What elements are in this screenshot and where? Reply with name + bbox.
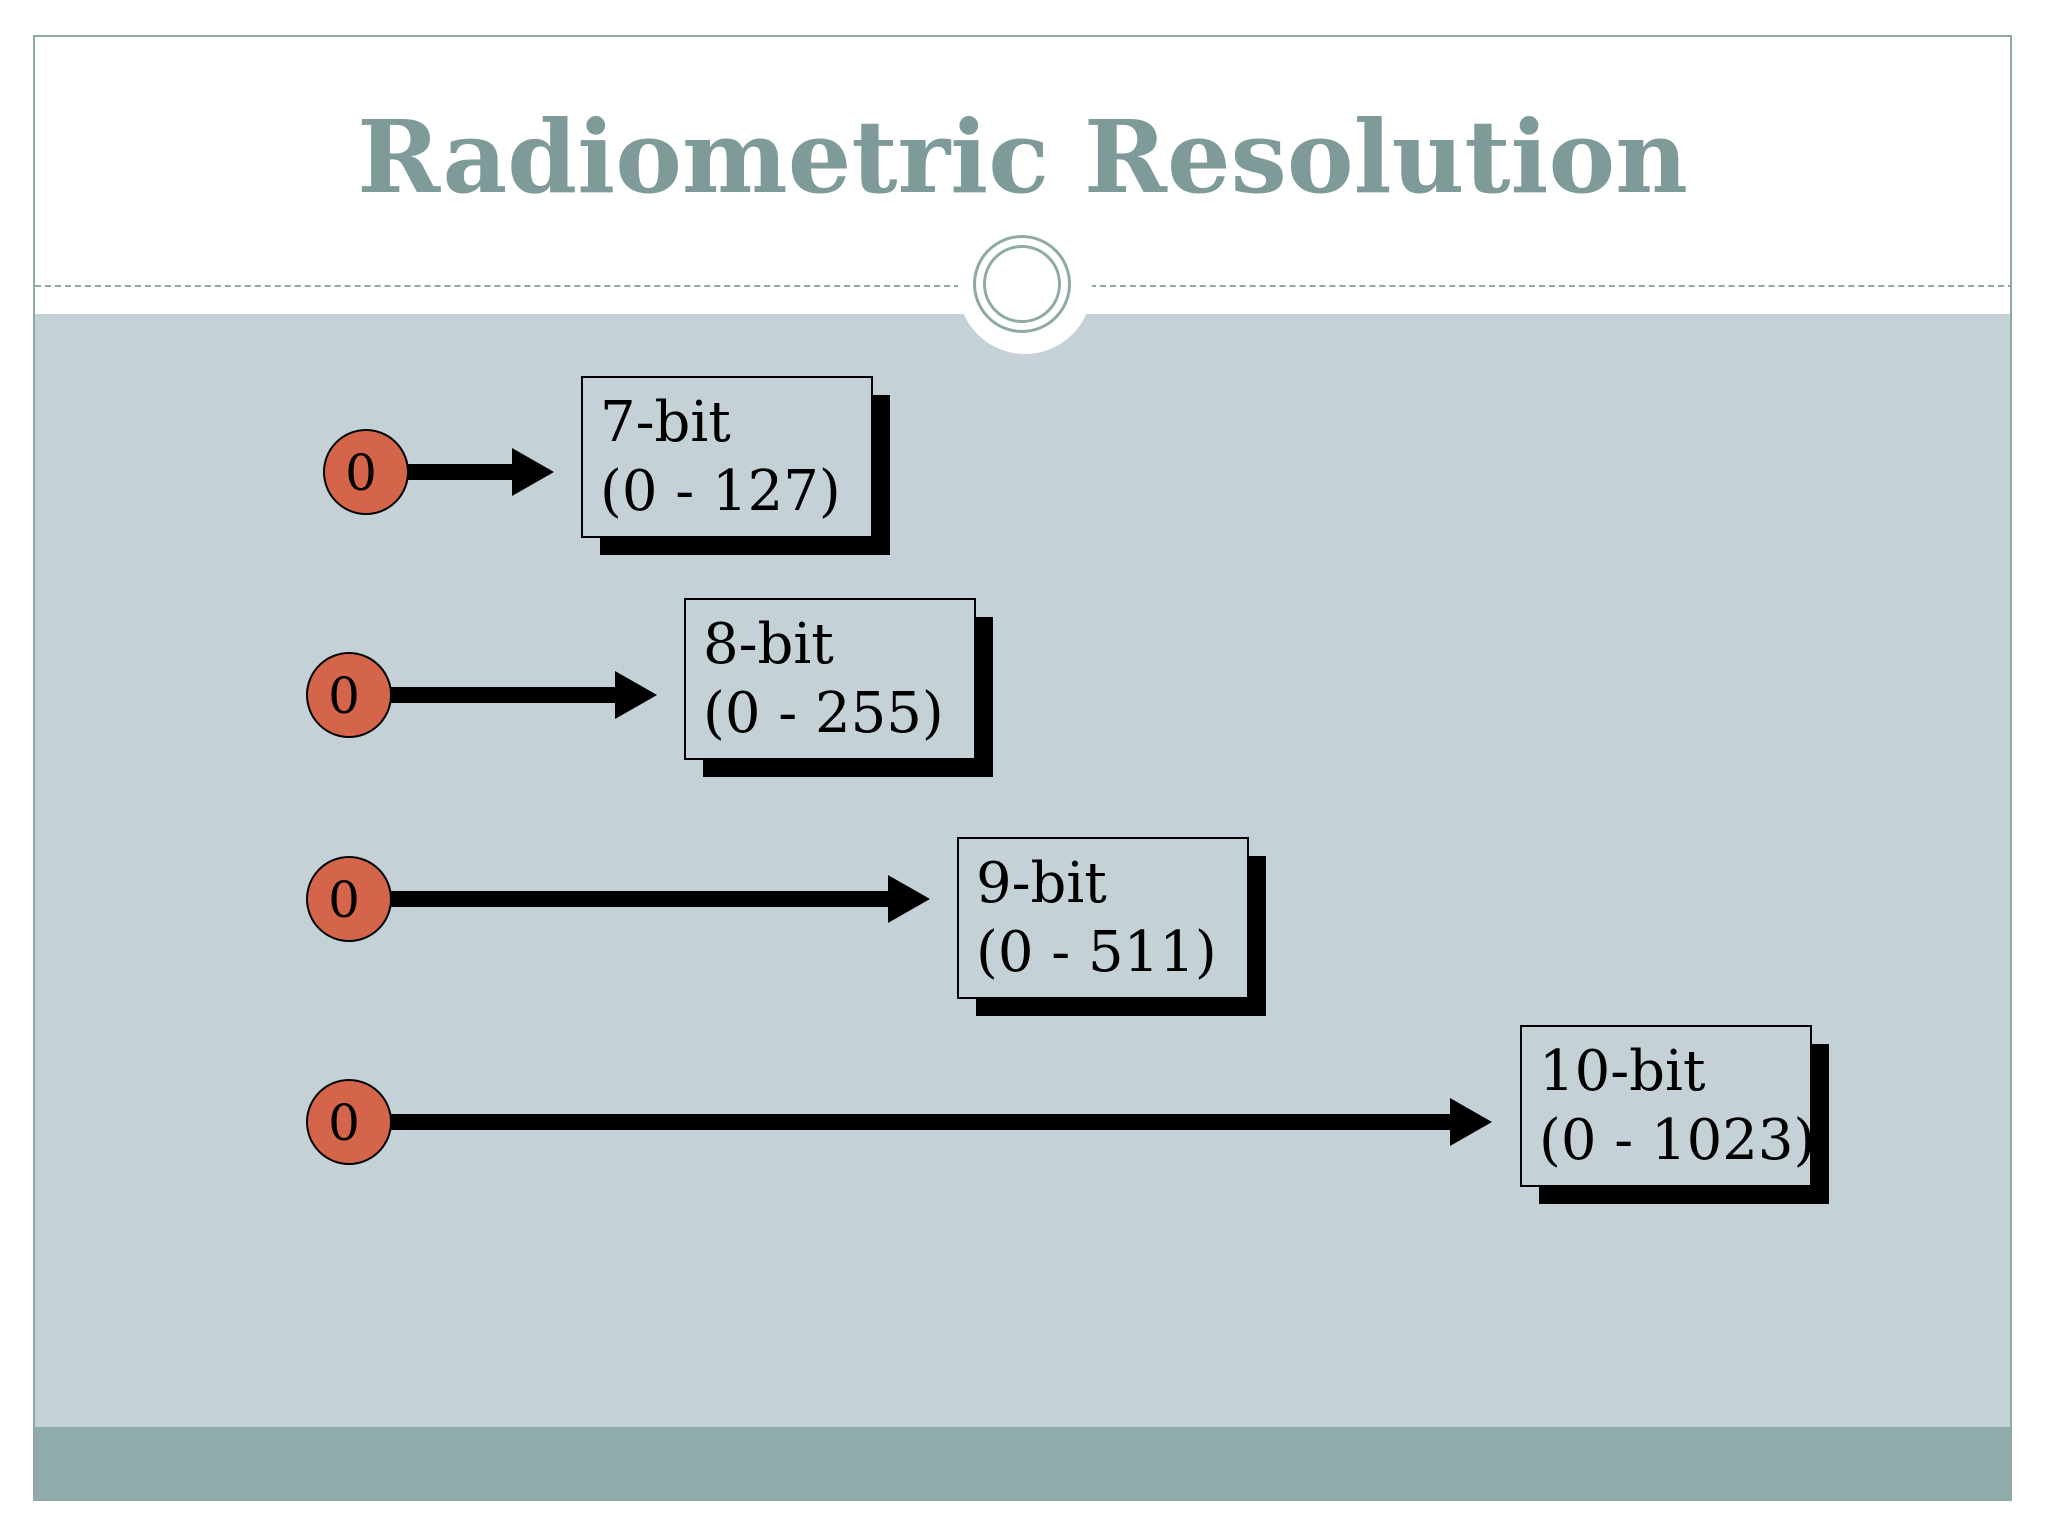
bit-depth-box <box>581 376 873 538</box>
origin-label: 0 <box>328 667 360 725</box>
slide: Radiometric Resolution 0 7-bit(0 - 127) 0 8… <box>33 35 2012 1501</box>
arrow-head-icon <box>615 671 657 719</box>
bit-depth-box <box>957 837 1249 999</box>
diagram-row: 0 9-bit(0 - 511) <box>306 837 1266 1016</box>
arrow-shaft <box>406 464 512 480</box>
value-range-label: (0 - 511) <box>976 920 1217 985</box>
page-title: Radiometric Resolution <box>357 98 1688 216</box>
footer-band <box>35 1427 2010 1499</box>
origin-label: 0 <box>345 444 377 502</box>
bit-depth-label: 10-bit <box>1539 1039 1706 1104</box>
bit-depth-label: 7-bit <box>600 390 731 455</box>
arrow-shaft <box>389 891 888 907</box>
arrow-head-icon <box>888 875 930 923</box>
diagram-row: 0 7-bit(0 - 127) <box>323 376 890 555</box>
arrow-head-icon <box>512 448 554 496</box>
value-range-label: (0 - 127) <box>600 459 841 524</box>
bit-depth-label: 8-bit <box>703 612 834 677</box>
origin-circle <box>323 429 409 515</box>
arrow-shaft <box>389 687 615 703</box>
ornament-inner-ring-icon <box>983 245 1061 323</box>
origin-circle <box>306 652 392 738</box>
arrow-head-icon <box>1450 1098 1492 1146</box>
arrow-shaft <box>389 1114 1450 1130</box>
diagram-row: 0 8-bit(0 - 255) <box>306 598 993 777</box>
value-range-label: (0 - 1023) <box>1539 1108 1815 1173</box>
title-divider-right <box>1090 285 2010 287</box>
diagram-row: 0 10-bit(0 - 1023) <box>306 1025 1829 1204</box>
value-range-label: (0 - 255) <box>703 681 944 746</box>
title-divider-left <box>35 285 960 287</box>
origin-label: 0 <box>328 1094 360 1152</box>
bit-depth-box <box>684 598 976 760</box>
origin-circle <box>306 1079 392 1165</box>
origin-circle <box>306 856 392 942</box>
origin-label: 0 <box>328 871 360 929</box>
bit-depth-box <box>1520 1025 1812 1187</box>
bit-depth-label: 9-bit <box>976 851 1107 916</box>
